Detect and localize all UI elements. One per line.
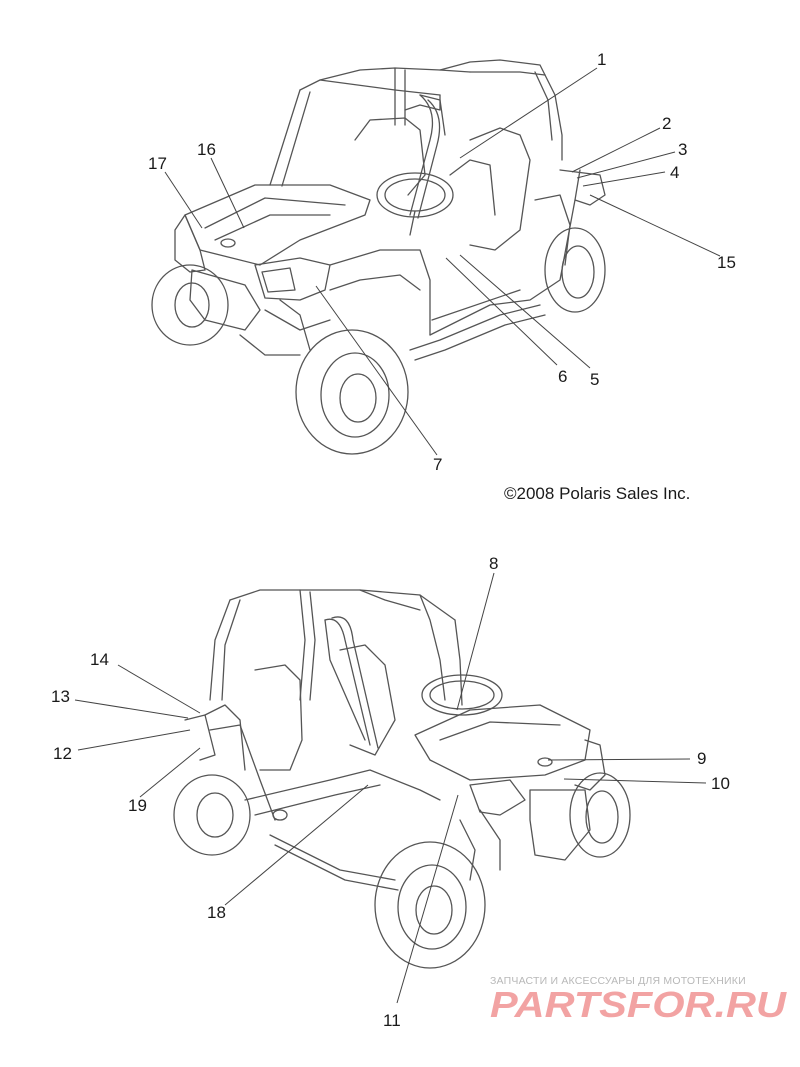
leader-2 xyxy=(571,127,661,173)
callout-1: 1 xyxy=(597,50,607,69)
leader-8 xyxy=(456,572,495,711)
leader-19 xyxy=(139,747,201,798)
leader-9 xyxy=(547,758,691,761)
watermark-logo-text: PARTSFOR.RU xyxy=(490,984,787,1024)
callout-6: 6 xyxy=(558,367,568,386)
leader-lines xyxy=(74,67,721,1004)
callout-14: 14 xyxy=(90,650,109,669)
leader-4 xyxy=(582,171,666,187)
callout-4: 4 xyxy=(670,163,680,182)
callout-18: 18 xyxy=(207,903,226,922)
leader-12 xyxy=(77,729,191,751)
callout-15: 15 xyxy=(717,253,736,272)
leader-14 xyxy=(117,664,201,714)
leader-18 xyxy=(224,784,369,906)
leader-11 xyxy=(396,794,459,1004)
callout-13: 13 xyxy=(51,687,70,706)
vehicle-front-right-view xyxy=(173,589,631,969)
callout-9: 9 xyxy=(697,749,707,768)
leader-3 xyxy=(576,151,676,179)
leader-13 xyxy=(74,699,189,719)
watermark-tagline: ЗАПЧАСТИ И АКСЕССУАРЫ ДЛЯ МОТОТЕХНИКИ xyxy=(490,975,746,987)
vehicle-front-left-view xyxy=(151,59,606,455)
watermark-logo: PARTSFOR.RU xyxy=(490,984,787,1024)
callout-7: 7 xyxy=(433,455,443,474)
leader-5 xyxy=(459,254,591,369)
leader-10 xyxy=(563,778,707,784)
leader-7 xyxy=(315,285,438,456)
copyright-notice: ©2008 Polaris Sales Inc. xyxy=(504,484,691,503)
leader-6 xyxy=(445,257,558,366)
callout-3: 3 xyxy=(678,140,688,159)
leader-17 xyxy=(164,171,203,229)
callout-19: 19 xyxy=(128,796,147,815)
callout-11: 11 xyxy=(383,1011,401,1030)
leader-15 xyxy=(589,194,721,257)
callout-16: 16 xyxy=(197,140,216,159)
callout-12: 12 xyxy=(53,744,72,763)
callout-17: 17 xyxy=(148,154,167,173)
callout-10: 10 xyxy=(711,774,730,793)
callout-5: 5 xyxy=(590,370,600,389)
callout-2: 2 xyxy=(662,114,672,133)
leader-1 xyxy=(459,67,598,159)
leader-16 xyxy=(210,157,245,229)
callout-8: 8 xyxy=(489,554,499,573)
